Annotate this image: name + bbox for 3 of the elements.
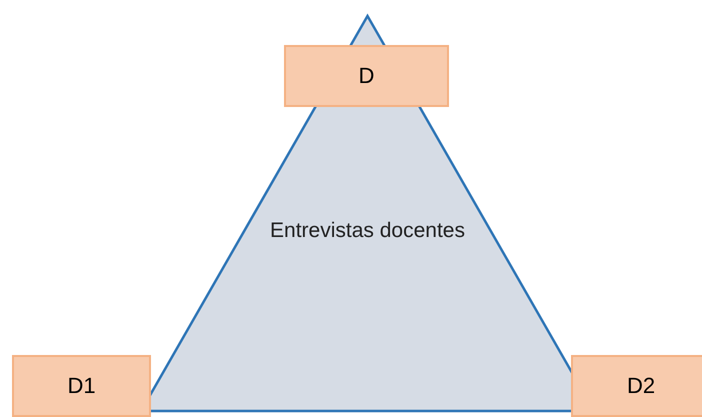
center-label: Entrevistas docentes: [269, 218, 466, 244]
corner-label-box: D2: [571, 355, 702, 417]
corner-label-box: D1: [12, 355, 151, 417]
